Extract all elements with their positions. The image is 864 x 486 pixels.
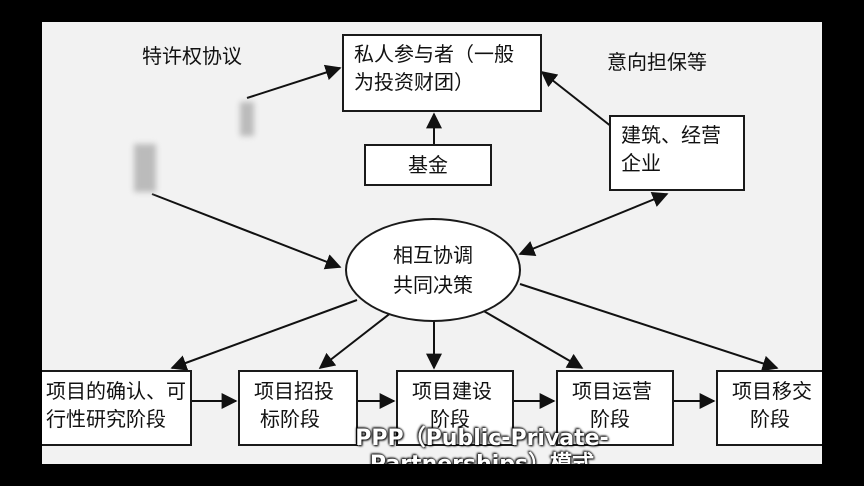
fund-box: 基金 — [364, 144, 492, 186]
stage-2-line-1: 项目招投 — [254, 379, 334, 403]
stage-2-line-2: 标阶段 — [260, 407, 320, 431]
arrow-left-to-ellipse — [151, 193, 342, 270]
blurred-mark-lower — [134, 144, 156, 192]
ellipse-line-2: 共同决策 — [393, 273, 473, 297]
stage-4-line-2: 阶段 — [590, 407, 630, 431]
arrow-ellipse-to-stage-4 — [481, 309, 584, 369]
franchise-agreement-label: 特许权协议 — [142, 44, 242, 68]
mutual-coordination-ellipse: 相互协调 共同决策 — [345, 218, 521, 322]
ellipse-line-1: 相互协调 — [393, 243, 473, 267]
construction-operation-box: 建筑、经营 企业 — [609, 115, 745, 191]
stage-5-line-2: 阶段 — [750, 407, 790, 431]
stage-bidding-box: 项目招投 标阶段 — [238, 370, 358, 446]
private-participant-box: 私人参与者（一般 为投资财团） — [342, 34, 542, 112]
stage-4-line-1: 项目运营 — [572, 379, 652, 403]
stage-5-line-1: 项目移交 — [732, 379, 812, 403]
construction-line-1: 建筑、经营 — [621, 123, 721, 147]
construction-line-2: 企业 — [621, 151, 661, 175]
video-subtitle: PPP（Public-Private-Partnerships）模式 — [355, 426, 609, 464]
arrow-ellipse-to-stage-1 — [170, 299, 358, 371]
private-participant-line-1: 私人参与者（一般 — [354, 42, 514, 66]
blurred-mark-upper — [240, 102, 254, 136]
intent-guarantee-label: 意向担保等 — [607, 50, 707, 74]
fund-label: 基金 — [408, 153, 448, 177]
stage-1-line-2: 行性研究阶段 — [46, 407, 166, 431]
arrow-construction-to-private — [540, 71, 613, 128]
stage-1-line-1: 项目的确认、可 — [46, 379, 186, 403]
stage-construction-box: 项目建设 阶段 — [396, 370, 514, 446]
arrow-ellipse-to-stage-2 — [318, 311, 393, 369]
stage-feasibility-box: 项目的确认、可 行性研究阶段 — [42, 370, 192, 446]
connector-arrows — [151, 64, 779, 409]
stage-3-line-2: 阶段 — [430, 407, 470, 431]
private-participant-line-2: 为投资财团） — [354, 70, 474, 94]
arrow-ellipse-to-stage-5 — [519, 283, 779, 372]
arrow-left-to-private — [246, 64, 342, 99]
arrow-construction-ellipse — [518, 192, 669, 256]
stage-operation-box: 项目运营 阶段 — [556, 370, 674, 446]
stage-3-line-1: 项目建设 — [412, 379, 492, 403]
stage-transfer-box: 项目移交 阶段 — [716, 370, 822, 446]
diagram-canvas: 特许权协议 私人参与者（一般 为投资财团） 意向担保等 建筑、经营 企业 基金 … — [42, 22, 822, 464]
